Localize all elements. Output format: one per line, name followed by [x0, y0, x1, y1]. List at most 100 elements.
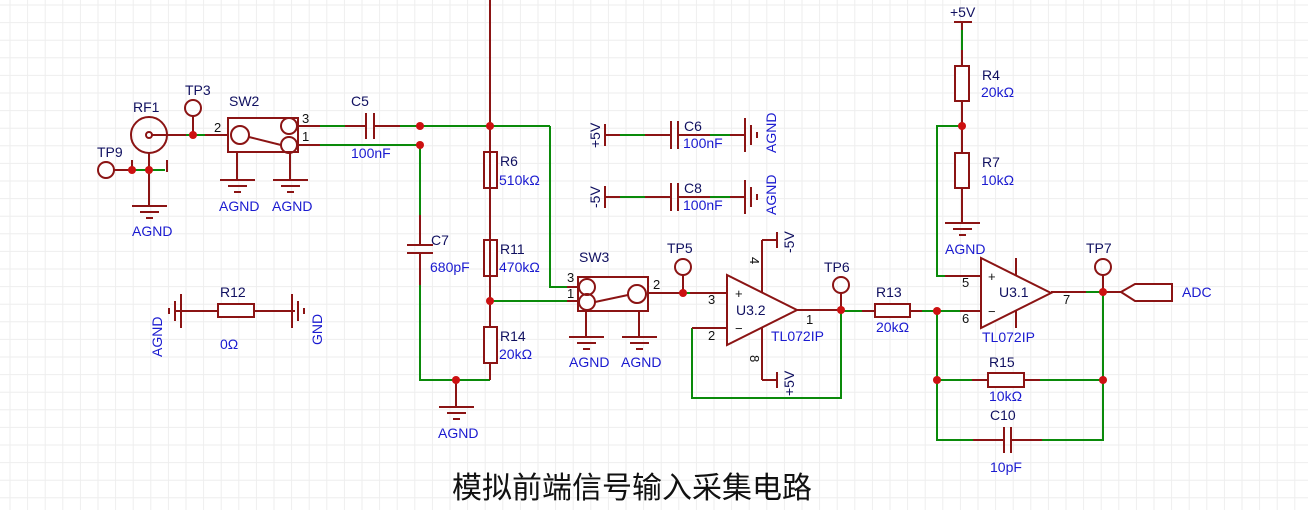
r6-value: 510kΩ — [499, 172, 540, 188]
opamp-triangle — [980, 256, 1054, 330]
r4-resistor[interactable]: R4 20kΩ — [954, 50, 1014, 126]
c5-label: C5 — [351, 93, 369, 109]
wire[interactable] — [1042, 292, 1104, 441]
rf1-coax-connector[interactable]: RF1 — [130, 99, 186, 206]
agnd-symbol: AGND AGND — [569, 336, 661, 370]
c8-label: C8 — [684, 180, 702, 196]
wire[interactable] — [936, 311, 973, 441]
pin-number: 8 — [747, 355, 762, 362]
r6-resistor[interactable]: R6 510kΩ — [483, 126, 540, 210]
r15-resistor[interactable]: R15 10kΩ — [972, 354, 1040, 404]
u3-2-opamp[interactable]: + − U3.2 TL072IP 3 2 1 4 8 -5V +5V — [690, 231, 841, 396]
r13-resistor[interactable]: R13 20kΩ — [862, 284, 922, 335]
c5-value: 100nF — [351, 145, 391, 161]
neg5v-label: -5V — [781, 231, 797, 253]
coax-center-icon — [145, 131, 153, 139]
junctions — [128, 122, 1107, 384]
junction-dot — [958, 122, 966, 130]
u3-1-label: U3.1 — [999, 284, 1029, 300]
c10-label: C10 — [990, 407, 1016, 423]
agnd-label: AGND — [945, 241, 985, 257]
pin-number: 2 — [708, 328, 715, 343]
tp7-test-point[interactable]: TP7 — [1086, 240, 1112, 292]
r11-resistor[interactable]: R11 470kΩ — [483, 225, 540, 301]
c6-value: 100nF — [683, 135, 723, 151]
wire[interactable] — [936, 125, 962, 277]
pin-number: 1 — [806, 312, 813, 327]
pin-number: 6 — [962, 311, 969, 326]
c8-value: 100nF — [683, 197, 723, 213]
test-point-icon — [1094, 258, 1112, 276]
agnd-label: AGND — [621, 354, 661, 370]
test-point-icon — [674, 258, 692, 276]
r7-value: 10kΩ — [981, 172, 1014, 188]
sw2-switch[interactable]: SW2 2 3 1 — [205, 93, 320, 180]
pin-number: 3 — [302, 111, 309, 126]
junction-dot — [486, 297, 494, 305]
c6-capacitor[interactable]: +5V C6 100nF — [587, 118, 745, 151]
tp9-label: TP9 — [97, 144, 123, 160]
tp6-test-point[interactable]: TP6 — [824, 259, 850, 310]
c7-value: 680pF — [430, 259, 470, 275]
junction-dot — [416, 122, 424, 130]
sw2-label: SW2 — [229, 93, 260, 109]
pos5v-label: +5V — [781, 370, 797, 396]
plus-sign: + — [988, 269, 996, 284]
c5-capacitor[interactable]: C5 100nF — [345, 93, 400, 161]
gnd-symbol: GND — [291, 294, 325, 345]
r7-resistor[interactable]: R7 10kΩ — [954, 126, 1014, 223]
c8-capacitor[interactable]: -5V C8 100nF — [587, 180, 745, 213]
u3-2-part: TL072IP — [771, 328, 824, 344]
junction-dot — [416, 141, 424, 149]
junction-dot — [1099, 376, 1107, 384]
r13-label: R13 — [876, 284, 902, 300]
r14-value: 20kΩ — [499, 346, 532, 362]
gnd-label: GND — [309, 314, 325, 345]
agnd-symbol: AGND — [438, 380, 478, 441]
agnd-label: AGND — [763, 175, 779, 215]
r15-value: 10kΩ — [989, 388, 1022, 404]
plus-sign: + — [735, 286, 743, 301]
wire[interactable] — [549, 126, 567, 288]
sw3-switch[interactable]: SW3 3 1 2 — [567, 249, 680, 337]
tp3-label: TP3 — [185, 82, 211, 98]
tp5-label: TP5 — [667, 240, 693, 256]
agnd-symbol: AGND — [744, 175, 779, 215]
agnd-label: AGND — [569, 354, 609, 370]
r6-label: R6 — [500, 153, 518, 169]
c6-label: C6 — [684, 118, 702, 134]
r14-label: R14 — [500, 328, 526, 344]
r11-label: R11 — [500, 241, 525, 257]
wire[interactable] — [691, 311, 842, 399]
r7-label: R7 — [982, 154, 1000, 170]
tp3-test-point[interactable]: TP3 — [184, 82, 211, 135]
pin-number: 3 — [567, 270, 574, 285]
u3-1-opamp[interactable]: + − U3.1 TL072IP 5 6 7 — [945, 256, 1086, 345]
wire[interactable] — [419, 285, 490, 381]
test-point-icon — [832, 276, 850, 294]
c7-capacitor[interactable]: C7 680pF — [407, 215, 470, 285]
minus-sign: − — [988, 304, 996, 319]
adc-label: ADC — [1182, 284, 1212, 300]
schematic-title: 模拟前端信号输入采集电路 — [452, 471, 812, 506]
c10-capacitor[interactable]: C10 10pF — [973, 407, 1042, 475]
adc-net-port[interactable]: ADC — [1103, 283, 1212, 302]
tp9-test-point[interactable]: TP9 — [97, 144, 132, 179]
pin-number: 5 — [962, 275, 969, 290]
u3-1-part: TL072IP — [982, 329, 1035, 345]
u3-2-label: U3.2 — [736, 302, 766, 318]
port-arrow-icon — [1119, 283, 1173, 302]
r14-resistor[interactable]: R14 20kΩ — [483, 0, 532, 380]
test-point-icon — [97, 161, 115, 179]
r15-label: R15 — [989, 354, 1015, 370]
r12-label: R12 — [220, 284, 246, 300]
c10-value: 10pF — [990, 459, 1022, 475]
pin-number: 2 — [653, 277, 660, 292]
r12-resistor[interactable]: R12 0Ω — [175, 284, 295, 352]
pos5v-power-symbol: +5V — [950, 4, 976, 30]
tp5-test-point[interactable]: TP5 — [667, 240, 693, 293]
junction-dot — [933, 307, 941, 315]
agnd-symbol: AGND AGND — [219, 179, 312, 214]
